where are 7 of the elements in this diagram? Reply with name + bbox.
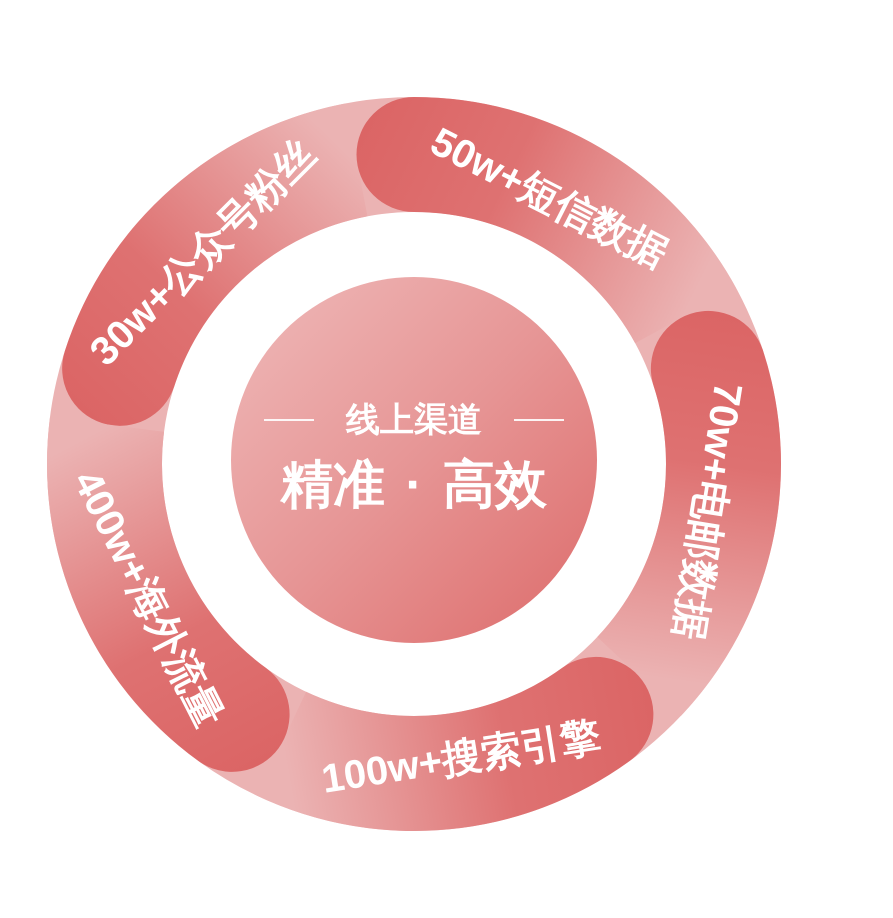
segment-label: 100w+搜索引擎 bbox=[318, 716, 603, 800]
ring-segment bbox=[256, 656, 654, 831]
ring-segment bbox=[597, 310, 781, 716]
ring-segment bbox=[356, 97, 737, 344]
segment-label: 70w+电邮数据 bbox=[668, 380, 748, 642]
main-title: 精准 · 高效 bbox=[280, 459, 548, 511]
subtitle: 线上渠道 bbox=[346, 403, 482, 437]
